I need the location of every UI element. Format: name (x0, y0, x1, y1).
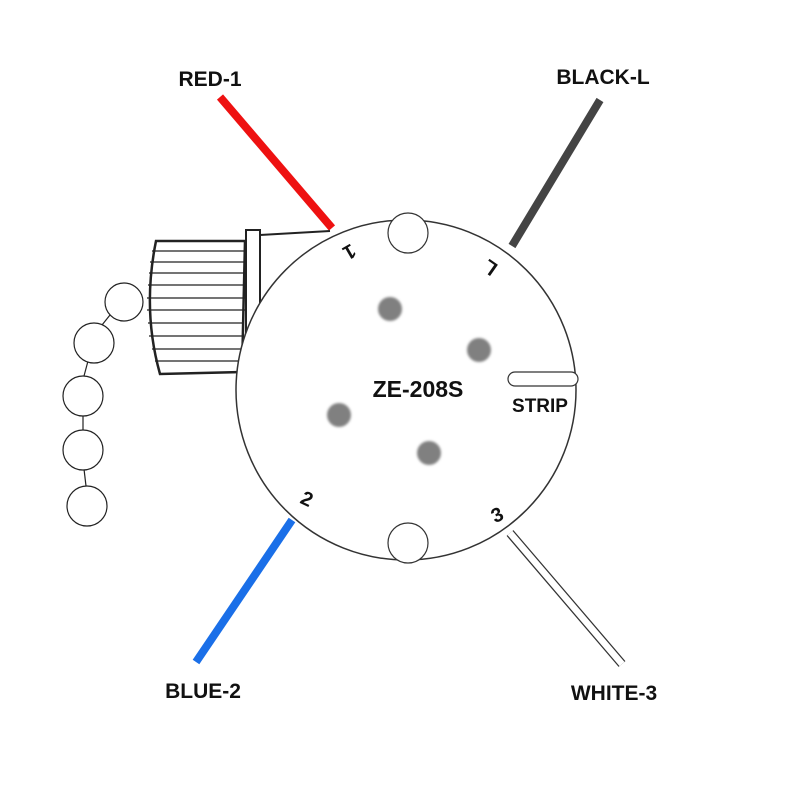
white-wire (507, 530, 625, 667)
rivet (417, 441, 441, 465)
mounting-hole-bottom (387, 522, 429, 564)
black-wire (508, 97, 604, 249)
chain-bead (104, 282, 144, 322)
blue-wire (192, 517, 296, 665)
mounting-hole-top (387, 212, 429, 254)
chain-bead (73, 322, 115, 364)
pull-chain[interactable] (62, 282, 144, 527)
rivet (467, 338, 491, 362)
pull-knob (147, 229, 331, 376)
chain-bead (62, 429, 104, 471)
chain-bead (62, 375, 104, 417)
model-label: ZE-208S (373, 376, 464, 402)
blue-wire-label: BLUE-2 (165, 680, 241, 703)
red-wire-label: RED-1 (178, 68, 241, 91)
white-wire-label: WHITE-3 (571, 682, 657, 705)
rivet (378, 297, 402, 321)
strip-label: STRIP (512, 396, 568, 417)
black-wire-label: BLACK-L (556, 66, 649, 89)
chain-bead (66, 485, 108, 527)
rivet (327, 403, 351, 427)
red-wire (216, 94, 336, 231)
strip-gauge-slot (507, 371, 579, 387)
